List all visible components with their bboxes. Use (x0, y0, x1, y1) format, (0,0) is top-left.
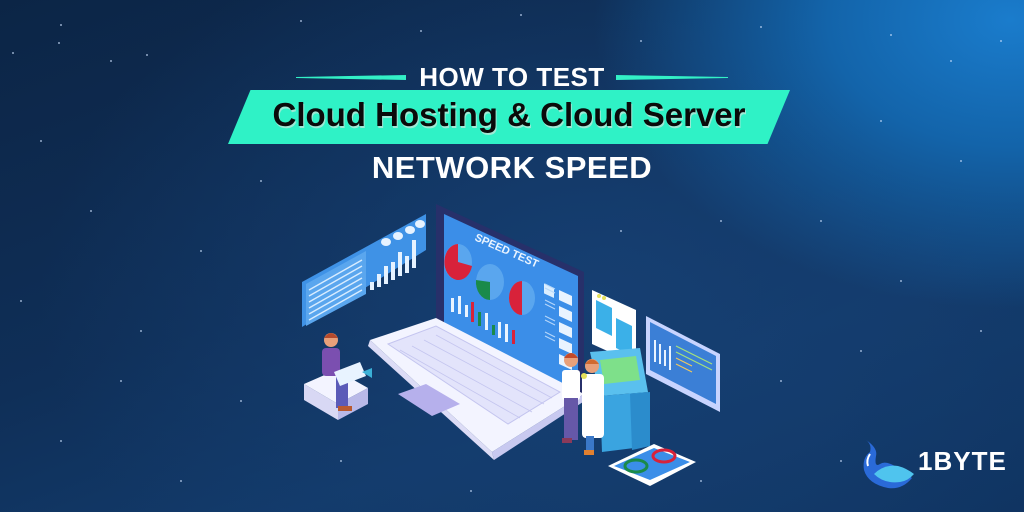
headline-title: Cloud Hosting & Cloud Server (272, 96, 746, 133)
scientists (562, 353, 604, 455)
title-banner (228, 90, 790, 144)
floating-tablet (608, 444, 696, 486)
floating-analytics-panel (302, 214, 426, 327)
man-with-laptop (304, 333, 372, 420)
floating-window-panel (592, 290, 636, 364)
headline-kicker: HOW TO TEST (419, 62, 605, 92)
floating-dashboard-panel (646, 316, 720, 412)
headline-rule (0, 62, 1024, 92)
laptop-keyboard-base (368, 318, 586, 460)
headline-subtitle: NETWORK SPEED (371, 150, 653, 185)
brand-name: 1BYTE (918, 446, 1007, 476)
accent-dash-right (616, 75, 728, 80)
accent-dash-left (296, 75, 406, 80)
whale-icon (863, 440, 914, 489)
brand-logo[interactable]: 1BYTE (856, 432, 1016, 494)
laptop-screen: SPEED TEST (436, 204, 584, 400)
control-console (590, 348, 650, 452)
